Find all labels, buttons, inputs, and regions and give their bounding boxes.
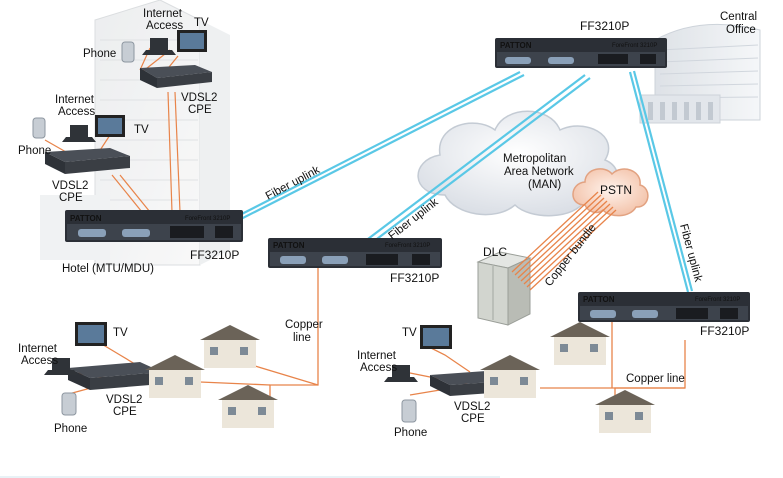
label-vdsl2-1: VDSL2 [454, 401, 490, 413]
device-model-top: ForeFront 3210P [612, 43, 657, 49]
fiber-link-mid [359, 74, 586, 246]
device-brand-top: PATTON [500, 41, 532, 50]
label-ff-hotel: FF3210P [190, 248, 239, 262]
label-internet-access-2: Access [21, 355, 58, 367]
label-copper-line-right: Copper line [626, 373, 685, 385]
dlc-cabinet [476, 251, 532, 326]
label-tv: TV [194, 17, 209, 29]
label-tv: TV [113, 327, 128, 339]
label-ff-top: FF3210P [580, 19, 629, 33]
label-pstn: PSTN [600, 183, 632, 197]
label-hotel: Hotel (MTU/MDU) [62, 263, 154, 275]
tv-icon [75, 30, 452, 349]
label-metro-2: Area Network [504, 166, 574, 178]
label-vdsl2-2: CPE [59, 192, 83, 204]
device-brand-right: PATTON [583, 295, 615, 304]
label-metro-1: Metropolitan [503, 153, 566, 165]
label-phone: Phone [394, 427, 427, 439]
label-copper-line-left-1: Copper [285, 319, 323, 331]
vdsl2-cpe-left [68, 362, 162, 390]
ff3210p-top: PATTON ForeFront 3210P [495, 38, 667, 68]
label-internet-access-1: Internet [357, 350, 397, 362]
label-tv: TV [134, 124, 149, 136]
device-model-mid: ForeFront 3210P [385, 243, 430, 249]
label-vdsl2-2: CPE [113, 406, 137, 418]
central-office-building [639, 23, 761, 124]
label-internet-access-2: Access [58, 106, 95, 118]
fiber-link-hotel [229, 71, 521, 221]
device-model-hotel: ForeFront 3210P [185, 216, 230, 222]
label-internet-access-1: Internet [18, 343, 58, 355]
label-vdsl2-1: VDSL2 [52, 180, 88, 192]
label-dlc: DLC [483, 245, 507, 259]
device-brand-mid: PATTON [273, 241, 305, 250]
fiber-links [229, 70, 694, 293]
phone-icon [32, 41, 417, 423]
house-icon [145, 322, 655, 433]
man-cloud [417, 110, 619, 217]
device-model-right: ForeFront 3210P [695, 297, 740, 303]
label-vdsl2-1: VDSL2 [181, 92, 217, 104]
label-phone: Phone [54, 423, 87, 435]
label-copper-line-left-2: line [293, 332, 311, 344]
label-phone: Phone [83, 48, 116, 60]
label-vdsl2-1: VDSL2 [106, 394, 142, 406]
ff3210p-mid: PATTON ForeFront 3210P [268, 238, 442, 268]
label-internet-access-1: Internet [55, 94, 95, 106]
laptop-icon [44, 38, 418, 382]
label-ff-right: FF3210P [700, 324, 749, 338]
label-tv: TV [402, 327, 417, 339]
copper-bundle [511, 191, 617, 291]
label-internet-access-1: Internet [143, 8, 183, 20]
label-vdsl2-2: CPE [461, 413, 485, 425]
vdsl2-cpe-hotel-mid [45, 148, 130, 174]
label-central-office-2: Office [726, 24, 756, 36]
label-internet-access-2: Access [146, 20, 183, 32]
ff3210p-right: PATTON ForeFront 3210P [578, 292, 750, 322]
ff3210p-hotel: PATTON ForeFront 3210P [65, 210, 243, 242]
label-internet-access-2: Access [360, 362, 397, 374]
label-ff-mid: FF3210P [390, 271, 439, 285]
label-phone: Phone [18, 145, 51, 157]
label-metro-3: (MAN) [528, 179, 561, 191]
label-central-office-1: Central [720, 11, 757, 23]
device-brand-hotel: PATTON [70, 214, 102, 223]
label-copper-bundle: Copper bundle [543, 222, 599, 289]
label-vdsl2-2: CPE [188, 104, 212, 116]
vdsl2-cpe-hotel-top [140, 65, 212, 88]
fiber-link-right [628, 71, 690, 293]
